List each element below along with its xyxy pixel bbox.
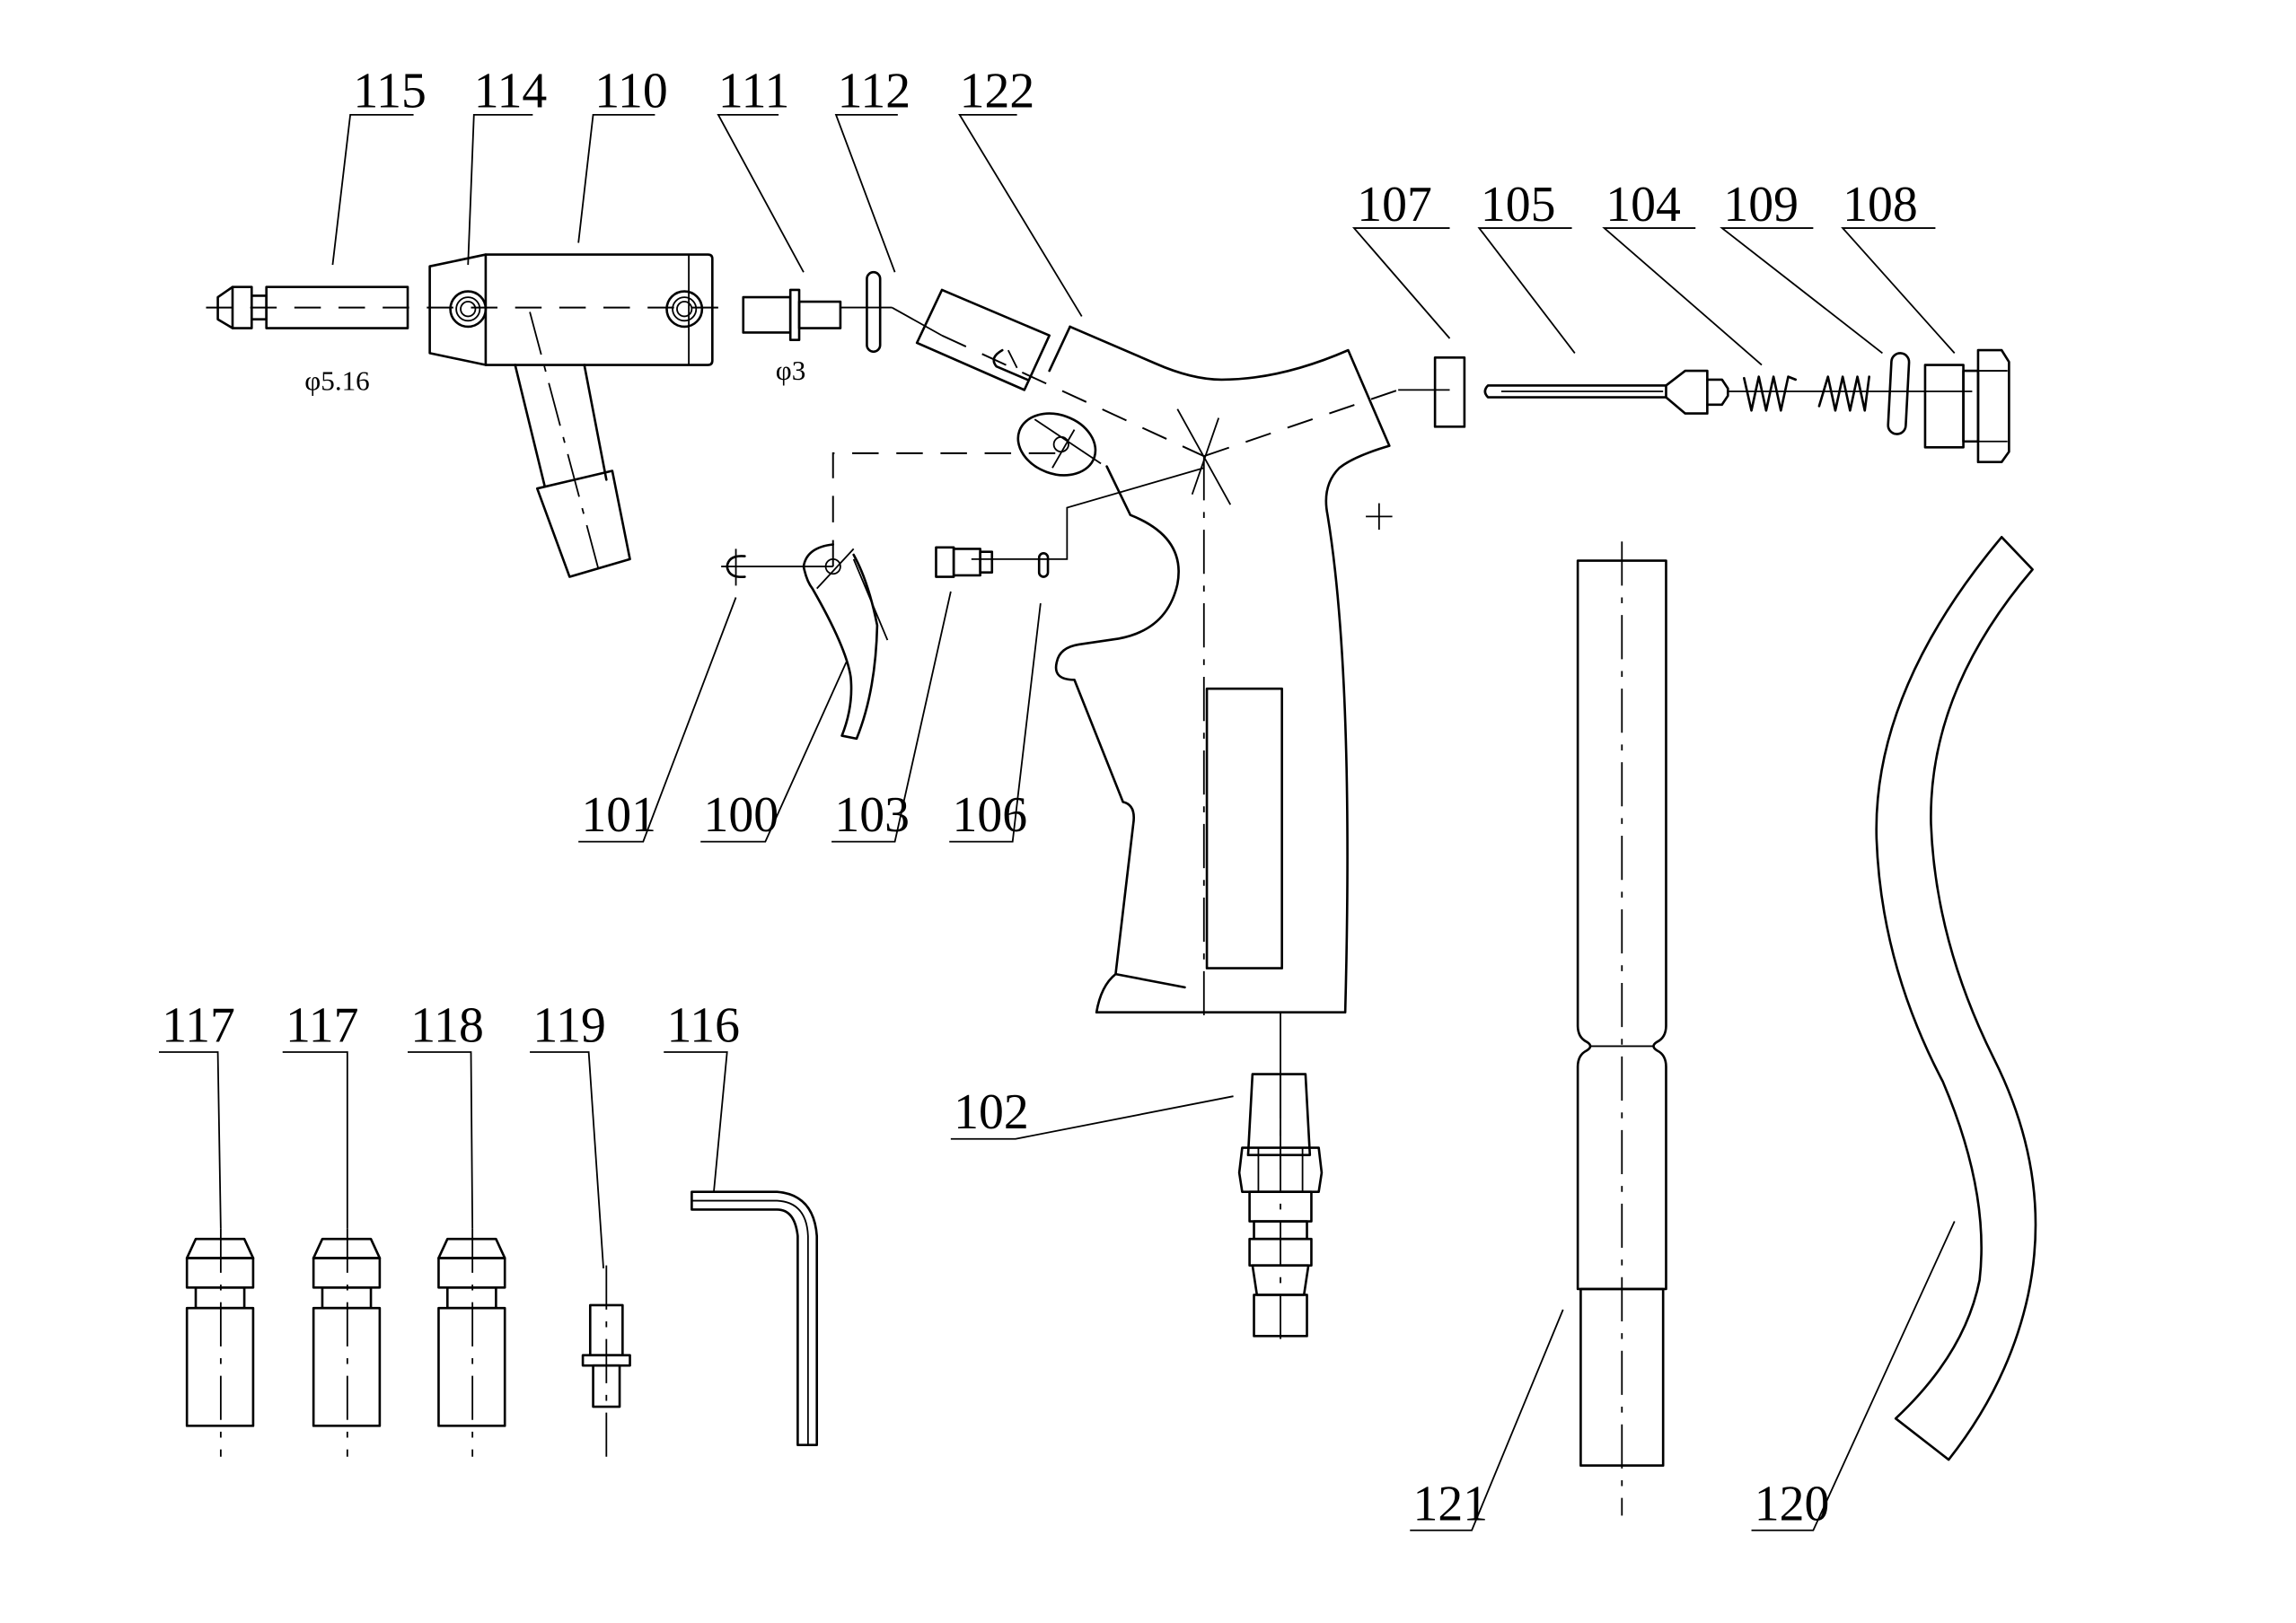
leader-lines [159,113,1956,1531]
callout-120: 120 [1755,1476,1830,1531]
callout-117a: 117 [162,998,235,1054]
hex-key-116 [691,1190,819,1446]
nozzle-insert-119 [581,1265,631,1457]
callout-114: 114 [474,64,548,119]
grip-window [1205,687,1283,969]
callout-106: 106 [952,787,1027,843]
end-cap-nut-108 [1923,348,2010,464]
trigger-100 [802,543,889,741]
pivot-boss [1016,412,1102,477]
seal-107 [1433,356,1466,428]
callout-109: 109 [1723,177,1799,232]
callout-111: 111 [718,64,789,119]
c-clip-101 [721,548,833,586]
callout-121: 121 [1413,1476,1489,1531]
nozzle-block-110 [428,253,714,578]
adjusting-screw-103 [935,546,994,578]
extension-tube-121 [1576,541,1667,1516]
spring-104 [1743,375,1798,412]
callout-118: 118 [410,998,484,1054]
screw-axis [971,467,1205,560]
grip-edge [1114,972,1186,989]
spring-104b [1817,375,1870,412]
callout-107: 107 [1357,177,1432,232]
valve-stem-105 [1483,369,1729,415]
callout-117b: 117 [286,998,359,1054]
o-ring-109 [1887,352,1911,435]
barrel-axis [941,334,1205,458]
o-ring-106 [1037,552,1050,578]
center-mark [1176,408,1232,505]
trigger-axis [831,452,1057,567]
axis-segment [891,306,943,337]
gun-body [831,325,1450,1023]
o-ring-112 [866,270,882,354]
screw-head-icon [449,290,488,329]
callout-108: 108 [1843,177,1918,232]
tip-diameter-label: φ5.16 [304,364,369,396]
insert-diameter-label: φ3 [776,355,806,386]
callout-119: 119 [532,998,606,1054]
nozzle-117b [312,1228,382,1457]
callout-116: 116 [667,998,741,1054]
callout-100: 100 [703,787,779,843]
callout-102: 102 [954,1084,1029,1140]
callout-110: 110 [594,64,668,119]
curved-tube-120 [1875,535,2037,1461]
callout-115: 115 [353,64,427,119]
valve-axis [1203,389,1399,458]
nozzle-117a [185,1228,255,1457]
screw-head-icon [665,290,704,329]
nozzle-insert-111 [742,288,842,341]
callout-105: 105 [1481,177,1556,232]
callout-103: 103 [834,787,910,843]
callout-112: 112 [838,64,911,119]
callout-104: 104 [1605,177,1681,232]
quick-connector-102 [1237,1012,1324,1342]
center-mark [1191,417,1220,496]
callout-101: 101 [581,787,656,843]
callout-122: 122 [960,64,1035,119]
nozzle-118 [437,1228,506,1457]
